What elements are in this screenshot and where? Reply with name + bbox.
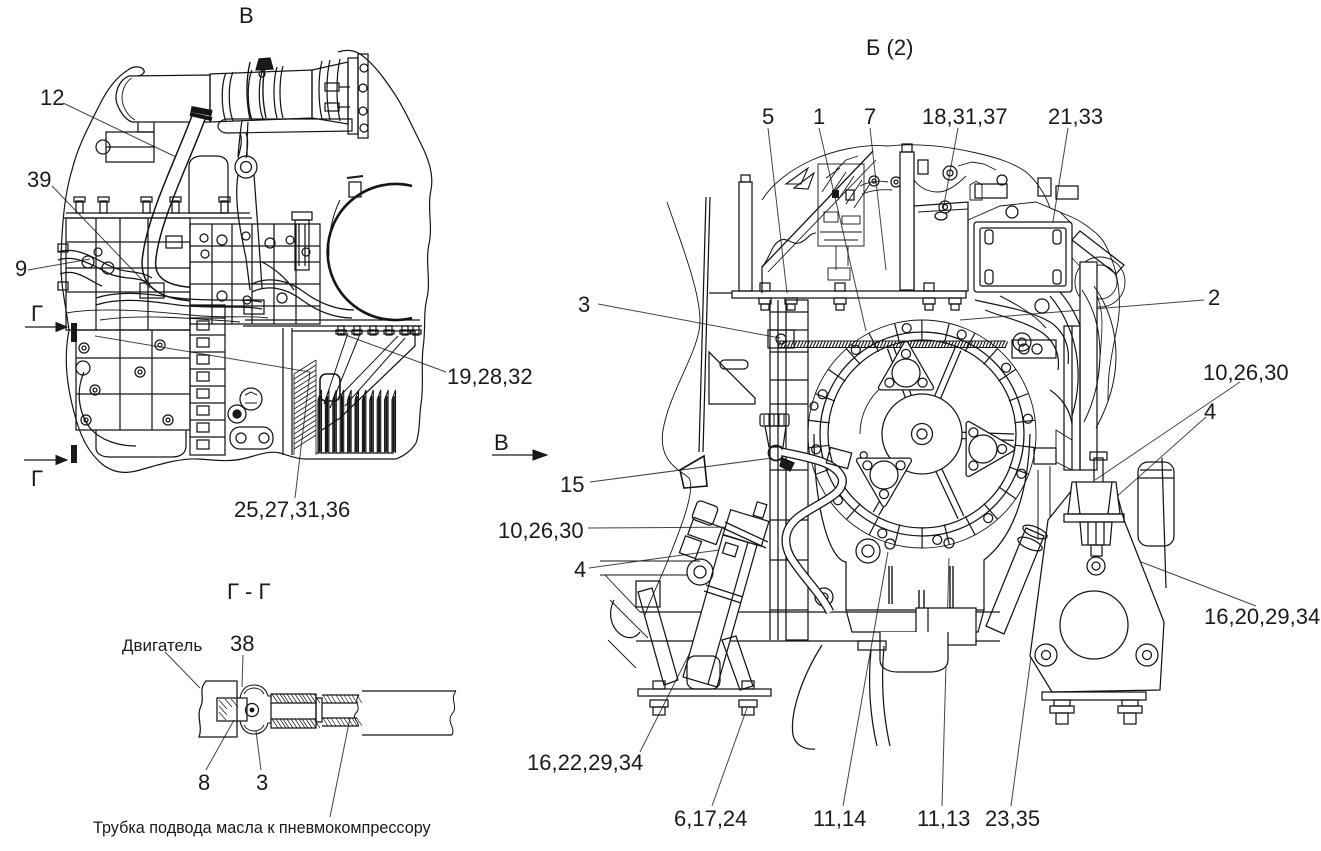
svg-text:23,35: 23,35 — [985, 806, 1040, 831]
svg-text:21,33: 21,33 — [1048, 104, 1103, 129]
svg-text:25,27,31,36: 25,27,31,36 — [234, 497, 350, 522]
svg-text:11,13: 11,13 — [917, 806, 970, 831]
svg-text:3: 3 — [256, 770, 268, 795]
svg-text:9: 9 — [15, 256, 27, 281]
svg-text:5: 5 — [762, 104, 774, 129]
svg-text:12: 12 — [40, 85, 64, 110]
svg-text:Г - Г: Г - Г — [227, 579, 270, 604]
svg-text:6,17,24: 6,17,24 — [674, 806, 747, 831]
svg-text:Г: Г — [31, 466, 43, 491]
svg-text:19,28,32: 19,28,32 — [447, 364, 533, 389]
svg-text:10,26,30: 10,26,30 — [498, 518, 584, 543]
svg-text:11,14: 11,14 — [813, 806, 866, 831]
svg-text:1: 1 — [813, 104, 825, 129]
svg-text:10,26,30: 10,26,30 — [1203, 360, 1289, 385]
svg-text:38: 38 — [230, 631, 254, 656]
svg-text:Г: Г — [31, 301, 43, 326]
svg-text:15: 15 — [560, 472, 584, 497]
svg-text:4: 4 — [574, 557, 586, 582]
svg-text:В: В — [494, 430, 509, 455]
svg-text:2: 2 — [1208, 285, 1220, 310]
svg-text:Б (2): Б (2) — [866, 35, 913, 60]
svg-text:39: 39 — [27, 167, 51, 192]
svg-text:8: 8 — [198, 770, 210, 795]
svg-text:7: 7 — [864, 104, 876, 129]
svg-text:3: 3 — [578, 292, 590, 317]
svg-text:18,31,37: 18,31,37 — [922, 104, 1008, 129]
svg-text:16,20,29,34: 16,20,29,34 — [1204, 604, 1320, 629]
svg-text:В: В — [239, 3, 254, 28]
svg-text:Трубка подвода масла к пневмок: Трубка подвода масла к пневмокомпрессору — [93, 819, 432, 837]
svg-text:Двигатель: Двигатель — [122, 636, 202, 655]
svg-text:16,22,29,34: 16,22,29,34 — [527, 750, 643, 775]
svg-text:4: 4 — [1204, 399, 1216, 424]
